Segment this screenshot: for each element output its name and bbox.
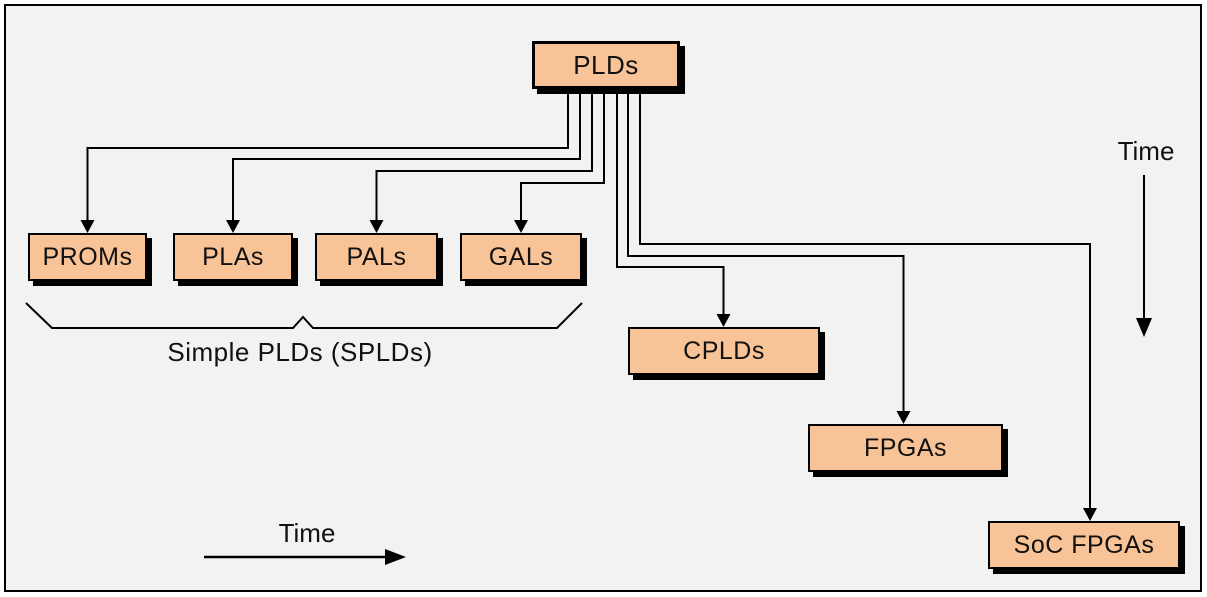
arrowhead-plas-icon [226,220,240,233]
node-soc-fpgas-label: SoC FPGAs [1013,530,1155,559]
node-plds-label: PLDs [573,49,639,80]
connector-plds-to-socfpgas [639,92,1097,521]
node-plas: PLAs [173,233,293,281]
arrowhead-pals-icon [369,220,384,233]
connector-plds-to-cplds [616,92,731,327]
connector-plds-to-pals [369,92,593,233]
node-fpgas-label: FPGAs [863,433,948,462]
node-gals-label: GALs [488,242,554,271]
node-proms-label: PROMs [42,242,133,271]
node-soc-fpgas: SoC FPGAs [988,521,1180,569]
node-proms: PROMs [28,233,147,281]
arrow-right-icon [385,549,406,565]
arrowhead-socfpgas-icon [1083,508,1097,521]
node-pals: PALs [315,233,438,281]
time-axis-vertical-arrow [1136,175,1152,337]
node-gals: GALs [460,233,582,281]
arrowhead-fpgas-icon [896,411,911,424]
time-label-horizontal: Time [278,518,336,548]
arrow-down-icon [1136,318,1152,337]
node-plas-label: PLAs [202,242,264,271]
connector-plds-to-gals [514,92,605,233]
node-cplds: CPLDs [628,327,820,375]
node-cplds-label: CPLDs [683,336,765,365]
time-label-vertical: Time [1117,136,1175,166]
time-axis-horizontal-arrow [204,549,406,565]
connector-plds-to-plas [226,92,581,233]
spld-group-brace [25,302,583,329]
node-plds: PLDs [532,41,680,89]
connector-plds-to-fpgas [627,92,911,424]
spld-group-label: Simple PLDs (SPLDs) [167,337,433,367]
connector-plds-to-proms [80,92,569,233]
node-pals-label: PALs [346,242,407,271]
arrowhead-proms-icon [80,220,95,233]
node-fpgas: FPGAs [808,424,1003,472]
arrowhead-gals-icon [514,220,528,233]
arrowhead-cplds-icon [716,314,731,327]
